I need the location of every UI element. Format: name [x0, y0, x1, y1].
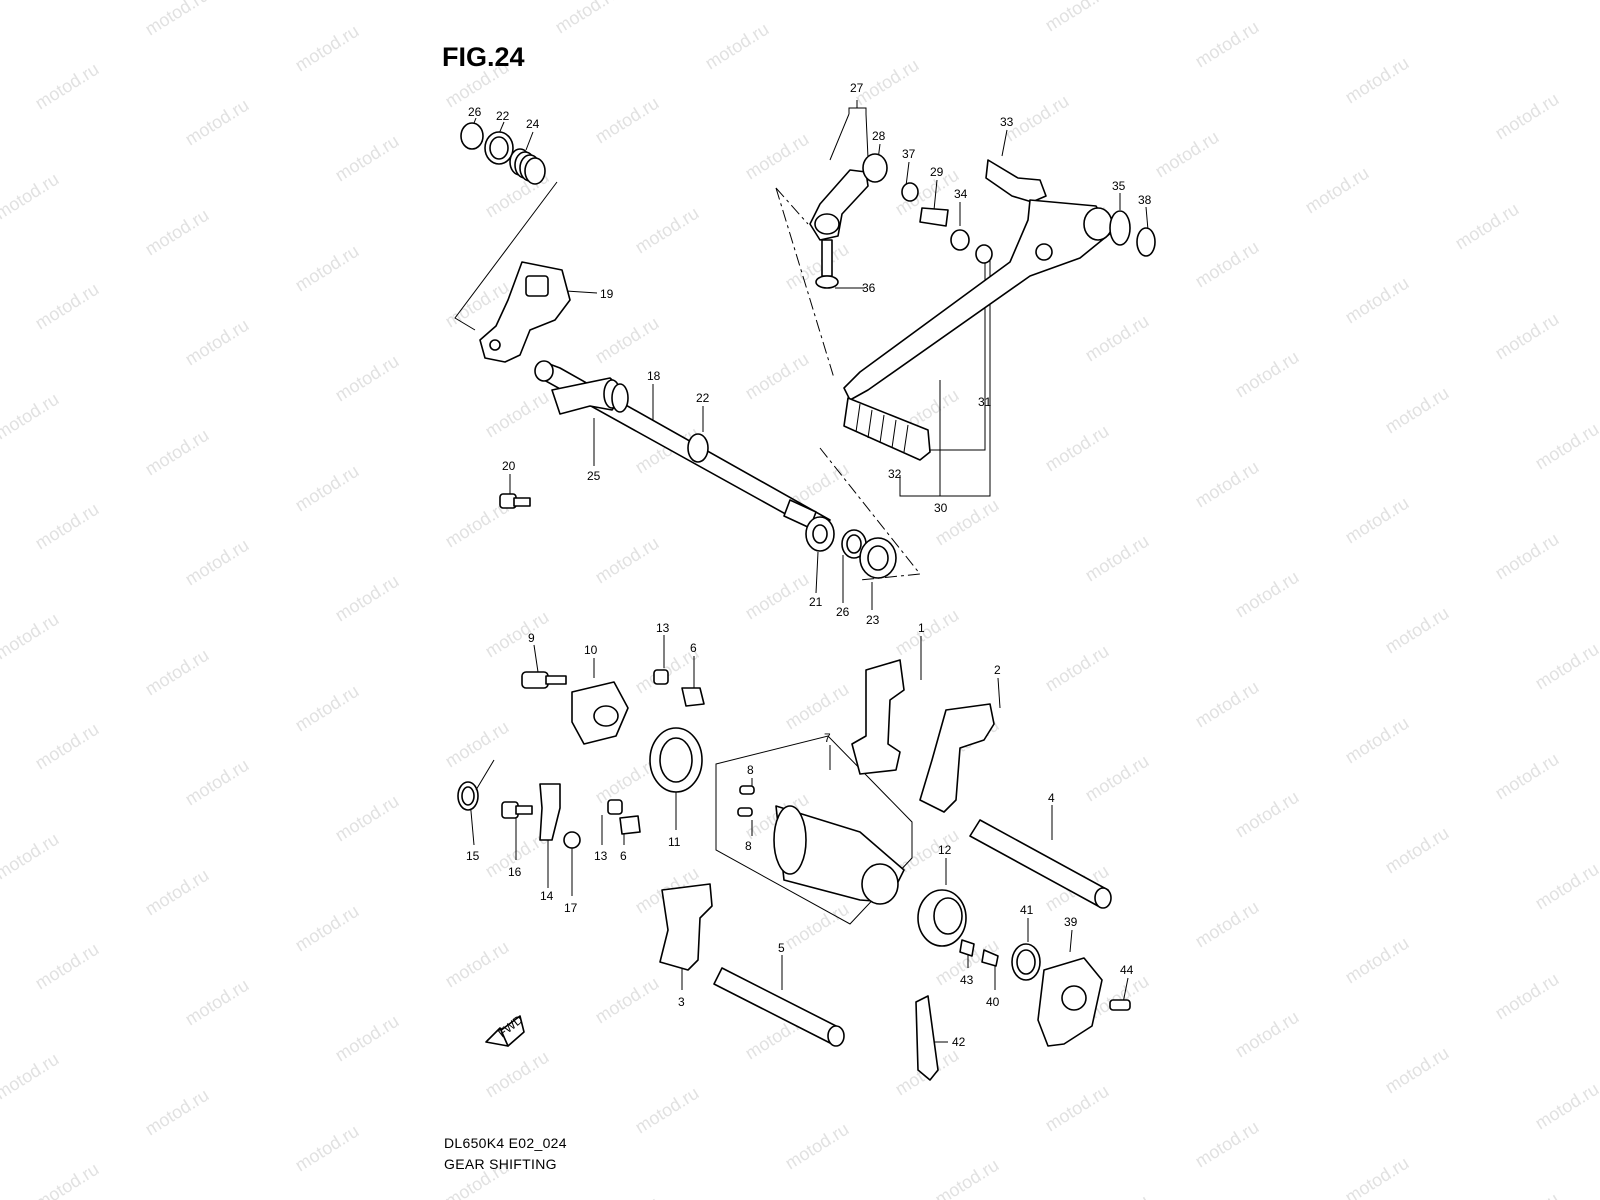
callout-7: 7: [824, 731, 831, 745]
callout-30: 30: [934, 501, 948, 515]
callout-25: 25: [587, 469, 601, 483]
callout-8: 8: [745, 839, 752, 853]
callout-8: 8: [747, 763, 754, 777]
parts-upper-left: [460, 122, 897, 579]
callout-38: 38: [1138, 193, 1152, 207]
callout-42: 42: [952, 1035, 966, 1049]
callout-36: 36: [862, 281, 876, 295]
callout-39: 39: [1064, 915, 1078, 929]
callout-4: 4: [1048, 791, 1055, 805]
callout-32: 32: [888, 467, 902, 481]
callout-40: 40: [986, 995, 1000, 1009]
callout-12: 12: [938, 843, 952, 857]
callout-41: 41: [1020, 903, 1034, 917]
leader-lines: [454, 100, 1149, 1043]
callout-18: 18: [647, 369, 661, 383]
figure-subtitle: GEAR SHIFTING: [444, 1156, 557, 1172]
callout-2: 2: [994, 663, 1001, 677]
callout-34: 34: [954, 187, 968, 201]
callout-6: 6: [620, 849, 627, 863]
callout-23: 23: [866, 613, 880, 627]
figure-title: FIG.24: [442, 42, 525, 72]
callout-35: 35: [1112, 179, 1126, 193]
callout-28: 28: [872, 129, 886, 143]
callout-19: 19: [600, 287, 614, 301]
parts-lower: [457, 659, 1131, 1081]
callout-21: 21: [809, 595, 823, 609]
callout-22: 22: [496, 109, 510, 123]
callout-24: 24: [526, 117, 540, 131]
callout-10: 10: [584, 643, 598, 657]
callout-3: 3: [678, 995, 685, 1009]
model-code: DL650K4 E02_024: [444, 1135, 567, 1151]
callout-22: 22: [696, 391, 710, 405]
callout-15: 15: [466, 849, 480, 863]
callout-11: 11: [668, 835, 681, 849]
callout-9: 9: [528, 631, 535, 645]
parts-upper-right: [809, 153, 1156, 461]
callout-43: 43: [960, 973, 974, 987]
callout-44: 44: [1120, 963, 1134, 977]
pedal-rubber-ridges: [855, 403, 909, 453]
callout-29: 29: [930, 165, 944, 179]
callout-26: 26: [836, 605, 850, 619]
callout-14: 14: [540, 889, 554, 903]
callout-31: 31: [978, 395, 992, 409]
callout-20: 20: [502, 459, 516, 473]
callout-17: 17: [564, 901, 578, 915]
callout-26: 26: [468, 105, 482, 119]
callout-13: 13: [594, 849, 608, 863]
callout-5: 5: [778, 941, 785, 955]
callout-13: 13: [656, 621, 670, 635]
callout-33: 33: [1000, 115, 1014, 129]
callout-27: 27: [850, 81, 864, 95]
callout-1: 1: [918, 621, 925, 635]
callout-16: 16: [508, 865, 522, 879]
callout-37: 37: [902, 147, 916, 161]
callout-6: 6: [690, 641, 697, 655]
